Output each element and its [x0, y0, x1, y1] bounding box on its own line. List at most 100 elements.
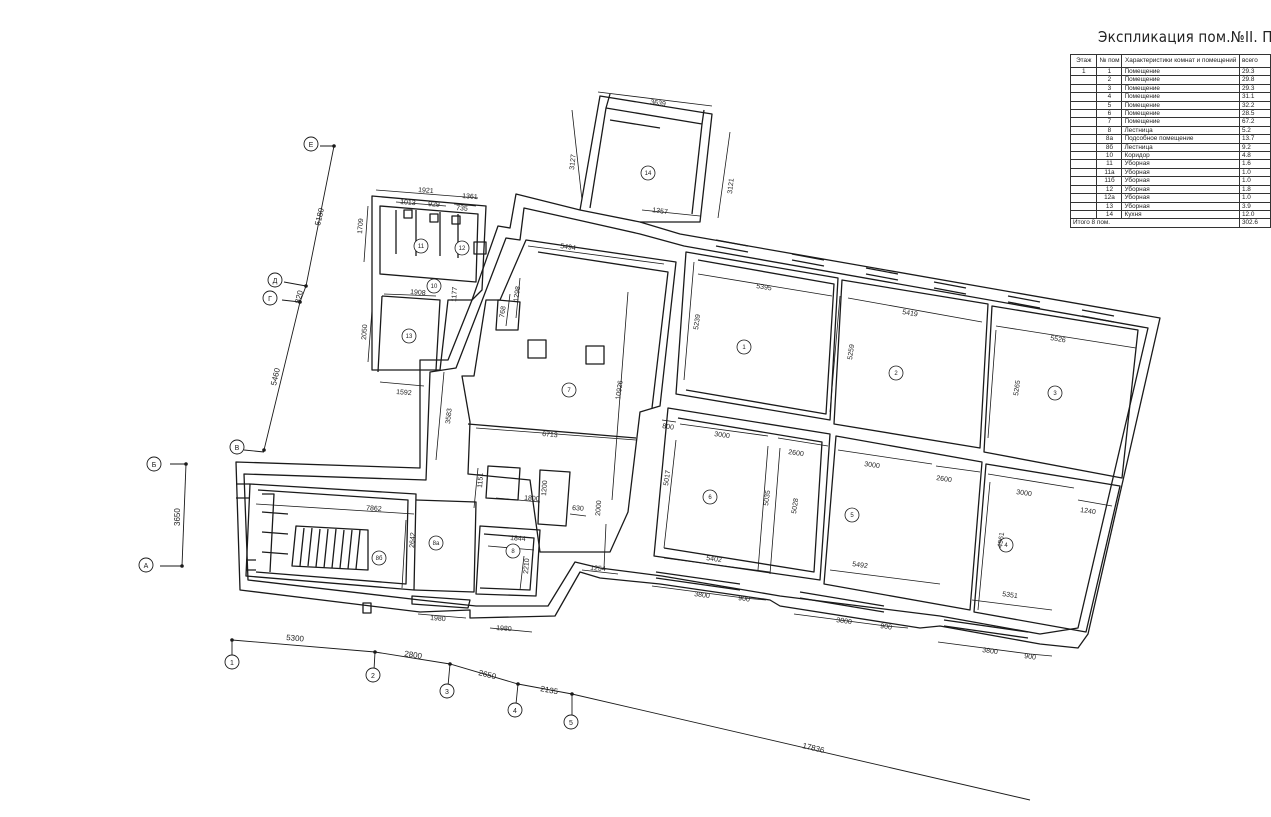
dim-1709: 1709	[357, 218, 365, 234]
row-area: 13.7	[1238, 134, 1271, 144]
total-label: Итого 8 пом.	[1070, 218, 1240, 228]
axis-label-5: 5	[569, 720, 573, 727]
row-floor	[1069, 125, 1098, 136]
room-label-5: 5	[850, 513, 854, 519]
row-description: Помещение	[1121, 83, 1240, 94]
dim-5402: 5402	[706, 555, 723, 564]
row-number: 6	[1096, 109, 1123, 119]
room-label-8: 8	[511, 549, 515, 555]
total-area: 302.6	[1238, 218, 1271, 228]
row-number: 12а	[1096, 193, 1123, 203]
dim-929: 929	[428, 201, 440, 209]
room-3-wall	[983, 305, 1139, 479]
dim-1844: 1844	[510, 535, 526, 543]
exterior-wall	[235, 193, 1161, 649]
row-number: 12	[1096, 184, 1123, 195]
row-description: Коридор	[1121, 151, 1240, 161]
row-number: 7	[1096, 117, 1123, 127]
row-description: Уборная	[1121, 201, 1240, 211]
dim-900a: 900	[738, 595, 751, 604]
row-number: 8	[1096, 125, 1123, 136]
row-area: 5.2	[1238, 125, 1271, 136]
dim-3127: 3127	[569, 154, 578, 170]
row-area: 29.3	[1238, 83, 1271, 94]
axis-label-1: 1	[230, 660, 234, 667]
row-area: 12.0	[1238, 209, 1271, 220]
dim-3000b: 3000	[864, 461, 881, 470]
dim-5259: 5259	[847, 344, 856, 361]
row-description: Помещение	[1121, 75, 1240, 85]
row-description: Помещение	[1121, 100, 1240, 111]
col-num-header: № пом	[1096, 54, 1123, 68]
room-6-wall	[653, 407, 831, 581]
dim-5526: 5526	[1050, 335, 1067, 344]
dim-1800: 1800	[524, 495, 540, 503]
dim-5028: 5028	[791, 498, 800, 515]
row-description: Лестница	[1121, 125, 1240, 136]
row-number: 11б	[1096, 176, 1123, 186]
room-label-8b: 8б	[376, 556, 383, 562]
room-label-13: 13	[406, 334, 413, 340]
dim-3639: 3639	[650, 99, 667, 108]
row-area: 28.5	[1238, 109, 1271, 119]
room-label-2: 2	[894, 371, 898, 377]
room-label-12: 12	[459, 246, 466, 252]
dim-1921: 1921	[418, 187, 434, 195]
row-number: 1	[1096, 66, 1123, 77]
row-description: Уборная	[1121, 193, 1240, 203]
row-area: 1.0	[1238, 167, 1271, 178]
room-8a-wall	[413, 499, 477, 593]
dim-3800c: 3800	[982, 647, 999, 656]
dim-1357: 1357	[652, 207, 669, 216]
row-description: Подсобное помещение	[1121, 134, 1240, 144]
dim-5265: 5265	[1013, 380, 1022, 397]
dim-2000: 2000	[595, 500, 603, 516]
axis-label-d: Д	[273, 278, 278, 285]
dim-800: 800	[662, 423, 675, 432]
col-total-header: всего	[1238, 54, 1271, 68]
dim-900c: 900	[1024, 653, 1037, 662]
row-floor	[1069, 209, 1098, 220]
row-number: 11а	[1096, 167, 1123, 178]
dim-3121: 3121	[727, 178, 736, 194]
col-floor-header: Этаж	[1069, 54, 1098, 68]
axis-label-g: Г	[268, 296, 272, 303]
row-floor	[1069, 159, 1098, 169]
col-desc-header: Характеристики комнат и помещений	[1121, 54, 1240, 68]
kitchen-wall	[579, 95, 713, 223]
dim-1240: 1240	[1080, 507, 1097, 516]
dim-6713: 6713	[542, 431, 558, 439]
row-description: Помещение	[1121, 117, 1240, 127]
room-7-wall	[461, 239, 677, 553]
row-floor	[1069, 176, 1098, 186]
dim-3800a: 3800	[694, 591, 711, 600]
axis-label-a: А	[144, 563, 149, 570]
row-description: Кухня	[1121, 209, 1240, 220]
axis-label-v: В	[235, 445, 240, 452]
row-number: 8а	[1096, 134, 1123, 144]
row-description: Уборная	[1121, 184, 1240, 195]
dim-2050: 2050	[361, 324, 369, 340]
dim-4961: 4961	[997, 532, 1006, 549]
row-description: Уборная	[1121, 159, 1240, 169]
dim-10926: 10926	[615, 380, 625, 400]
row-area: 67.2	[1238, 117, 1271, 127]
row-description: Уборная	[1121, 176, 1240, 186]
dim-2210: 2210	[523, 558, 531, 574]
dim-7862: 7862	[366, 505, 382, 513]
row-area: 1.6	[1238, 159, 1271, 169]
row-floor	[1069, 184, 1098, 195]
dim-735: 735	[456, 205, 468, 213]
axis-spacing-3650: 3650	[173, 508, 182, 526]
explication-table: Этаж № пом Характеристики комнат и помещ…	[1069, 54, 1271, 228]
